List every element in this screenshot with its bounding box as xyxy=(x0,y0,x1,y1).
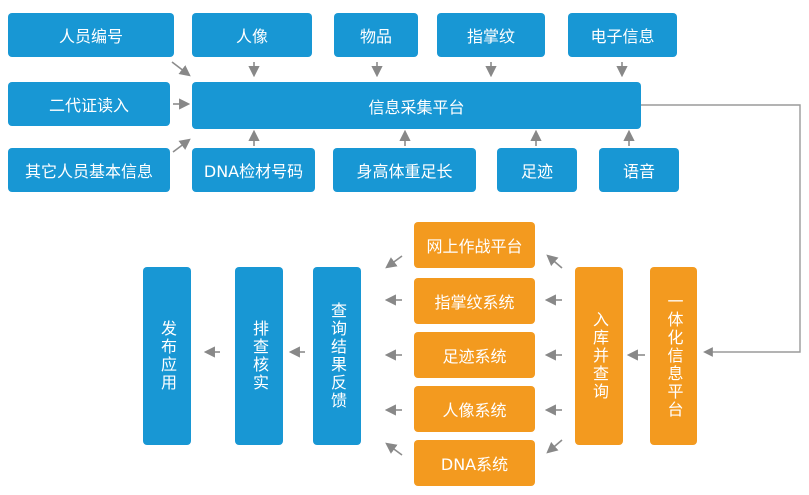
electronic-info-box: 电子信息 xyxy=(568,13,677,57)
query-feedback-box: 查询结果反馈 xyxy=(313,267,361,445)
arrow-store-to-dna xyxy=(546,439,563,454)
system-palm-print: 指掌纹系统 xyxy=(414,278,535,324)
other-info-box: 其它人员基本信息 xyxy=(8,148,170,192)
system-footprint: 足迹系统 xyxy=(414,332,535,378)
body-features-box: 身高体重足长 xyxy=(333,148,476,192)
system-online-platform: 网上作战平台 xyxy=(414,222,535,268)
id-card-box: 二代证读入 xyxy=(8,82,170,126)
arrow-dna-to-feedback xyxy=(385,442,403,456)
dna-code-box: DNA检材号码 xyxy=(192,148,315,192)
arrow-online-to-feedback xyxy=(385,255,403,269)
footprint-box: 足迹 xyxy=(497,148,577,192)
investigate-box: 排查核实 xyxy=(235,267,283,445)
person-id-box: 人员编号 xyxy=(8,13,174,57)
info-collection-platform: 信息采集平台 xyxy=(192,82,641,129)
connector-lines xyxy=(171,61,645,456)
palm-print-box: 指掌纹 xyxy=(437,13,545,57)
items-box: 物品 xyxy=(334,13,418,57)
voice-box: 语音 xyxy=(599,148,679,192)
store-query-box: 入库并查询 xyxy=(575,267,623,445)
arrow-other-info-to-platform xyxy=(172,138,191,153)
connector-platform-to-integrated xyxy=(641,104,801,357)
publish-box: 发布应用 xyxy=(143,267,191,445)
integrated-platform-box: 一体化信息平台 xyxy=(650,267,697,445)
system-dna: DNA系统 xyxy=(414,440,535,486)
system-portrait: 人像系统 xyxy=(414,386,535,432)
portrait-box: 人像 xyxy=(192,13,312,57)
arrow-person-id-to-platform xyxy=(171,61,191,77)
arrow-store-to-online xyxy=(546,254,563,269)
